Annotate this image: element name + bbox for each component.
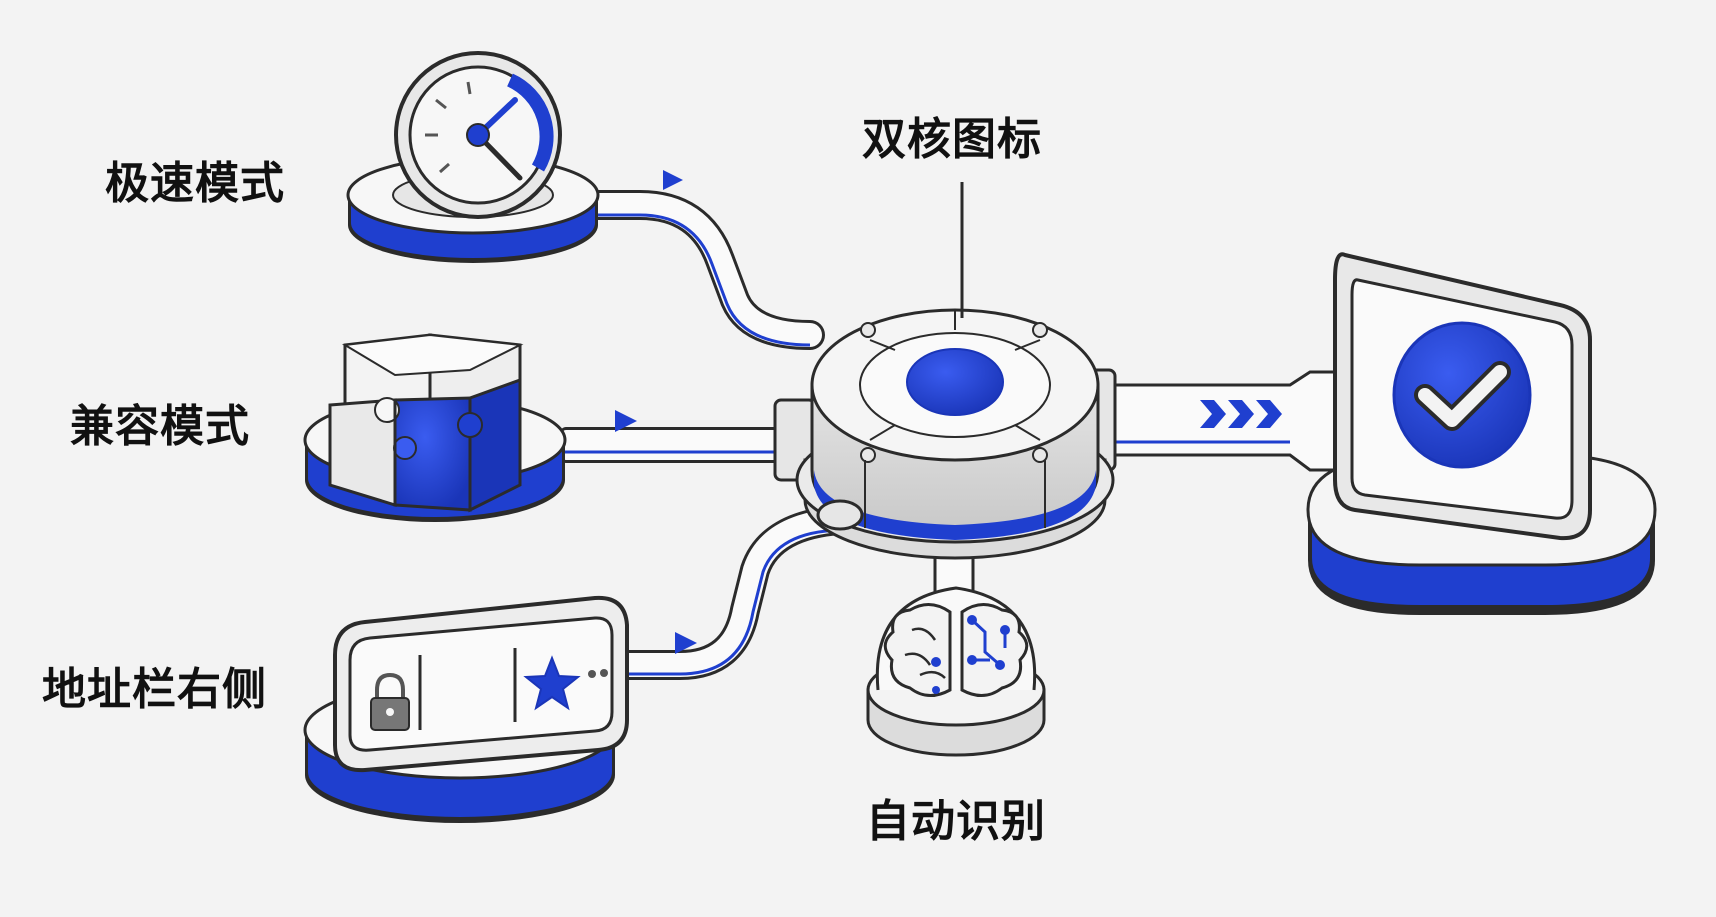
auto-detect-node: [866, 586, 1046, 757]
puzzle-icon: [328, 333, 524, 513]
connector-compat-to-hub: [560, 427, 800, 463]
star-bookmark-icon: [523, 655, 581, 711]
flow-arrow-address: [675, 632, 697, 654]
compat-mode-label: 兼容模式: [70, 401, 250, 452]
dual-core-label: 双核图标: [862, 114, 1042, 165]
fast-mode-label: 极速模式: [105, 158, 285, 209]
fast-mode-node: [346, 51, 600, 263]
core-hub-icon: [906, 348, 1004, 416]
more-dots-icon: [588, 669, 608, 678]
address-bar-icon: [333, 595, 629, 773]
flow-arrow-fast: [663, 170, 683, 190]
brain-icon: [883, 603, 1029, 697]
compat-mode-node: [303, 333, 567, 522]
result-node: [1306, 252, 1657, 615]
flow-chevrons-result: [1200, 400, 1282, 428]
connector-address-to-hub: [610, 505, 855, 680]
lock-icon: [370, 672, 410, 731]
connector-fast-to-hub: [545, 190, 825, 350]
speedometer-icon: [394, 51, 562, 219]
checkmark-icon: [1392, 321, 1532, 469]
auto-detect-label: 自动识别: [866, 796, 1046, 847]
dual-core-hub: [773, 308, 1117, 560]
address-bar-label: 地址栏右侧: [42, 664, 267, 715]
flow-arrow-compat: [615, 410, 637, 432]
address-bar-node: [303, 595, 629, 823]
